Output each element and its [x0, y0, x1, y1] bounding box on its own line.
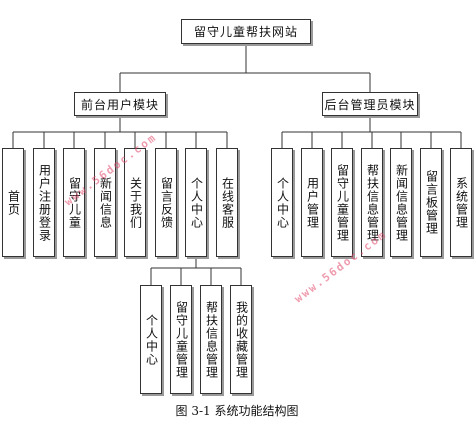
- back-node-message-board-manage: 留言板管理: [420, 148, 442, 257]
- back-node-system-manage: 系统管理: [450, 148, 472, 257]
- back-node-help-info-manage: 帮扶信息管理: [361, 148, 383, 257]
- front-user-module: 前台用户模块: [74, 92, 166, 116]
- personal-node-children-manage: 留守儿童管理: [170, 285, 192, 394]
- front-node-left-behind-children: 留守儿童: [63, 148, 85, 257]
- back-node-news-manage: 新闻信息管理: [390, 148, 412, 257]
- front-node-register-login: 用户注册登录: [33, 148, 55, 257]
- personal-node-personal-center: 个人中心: [140, 285, 162, 394]
- back-node-user-manage: 用户管理: [301, 148, 323, 257]
- front-node-online-service: 在线客服: [216, 148, 238, 257]
- front-node-home: 首页: [2, 148, 24, 257]
- front-node-about-us: 关于我们: [124, 148, 146, 257]
- front-node-personal-center: 个人中心: [185, 148, 207, 257]
- figure-caption: 图 3-1 系统功能结构图: [175, 404, 299, 418]
- back-admin-module: 后台管理员模块: [322, 92, 418, 116]
- personal-node-favorites-manage: 我的收藏管理: [230, 285, 252, 394]
- back-node-personal-center: 个人中心: [271, 148, 293, 257]
- front-node-message-feedback: 留言反馈: [155, 148, 177, 257]
- front-node-news: 新闻信息: [94, 148, 116, 257]
- back-node-children-manage: 留守儿童管理: [331, 148, 353, 257]
- root-node: 留守儿童帮扶网站: [181, 19, 311, 44]
- personal-node-help-info-manage: 帮扶信息管理: [200, 285, 222, 394]
